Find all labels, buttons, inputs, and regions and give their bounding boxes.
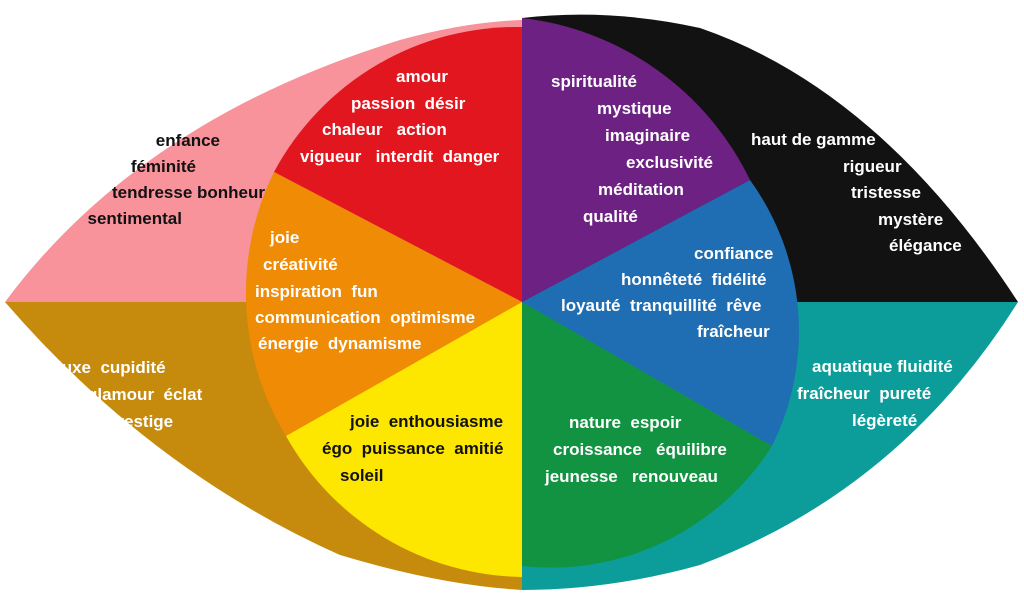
- black-labels: haut de gamme rigueur tristesse mystère …: [751, 130, 962, 255]
- pink-label-3: tendresse bonheur: [112, 183, 265, 202]
- orange-labels: joie créativité inspiration fun communic…: [255, 228, 475, 353]
- red-labels: amour passion désir chaleur action vigue…: [300, 67, 500, 166]
- black-label-1: haut de gamme: [751, 130, 876, 149]
- black-label-5: élégance: [889, 236, 962, 255]
- red-label-3: chaleur action: [322, 120, 447, 139]
- pink-label-1: enfance: [156, 131, 220, 150]
- yellow-label-2: égo puissance amitié: [322, 439, 503, 458]
- purple-label-6: qualité: [583, 207, 638, 226]
- pink-label-4: sentimental: [88, 209, 182, 228]
- purple-labels: spiritualité mystique imaginaire exclusi…: [551, 72, 713, 226]
- wedge-orange: [245, 172, 522, 436]
- blue-labels: confiance honnêteté fidélité loyauté tra…: [561, 244, 773, 341]
- red-label-1: amour: [396, 67, 448, 86]
- gold-label-3: prestige: [107, 412, 173, 431]
- green-labels: nature espoir croissance équilibre jeune…: [544, 413, 727, 486]
- gold-label-2: glamour éclat: [87, 385, 203, 404]
- wedge-red: [274, 26, 522, 302]
- pink-label-2: féminité: [131, 157, 196, 176]
- purple-label-1: spiritualité: [551, 72, 637, 91]
- orange-label-5: énergie dynamisme: [258, 334, 421, 353]
- yellow-label-1: joie enthousiasme: [349, 412, 503, 431]
- black-label-3: tristesse: [851, 183, 921, 202]
- gold-labels: luxe cupidité glamour éclat prestige: [57, 358, 203, 431]
- blue-label-3: loyauté tranquillité rêve: [561, 296, 761, 315]
- purple-label-4: exclusivité: [626, 153, 713, 172]
- purple-label-5: méditation: [598, 180, 684, 199]
- wedge-purple: [522, 18, 750, 302]
- purple-label-2: mystique: [597, 99, 672, 118]
- orange-label-1: joie: [269, 228, 299, 247]
- orange-label-4: communication optimisme: [255, 308, 475, 327]
- purple-label-3: imaginaire: [605, 126, 690, 145]
- wedge-blue: [522, 180, 799, 446]
- blue-label-2: honnêteté fidélité: [621, 270, 766, 289]
- black-label-2: rigueur: [843, 157, 902, 176]
- blue-label-4: fraîcheur: [697, 322, 770, 341]
- wedge-green: [522, 302, 772, 568]
- green-label-2: croissance équilibre: [553, 440, 727, 459]
- gold-label-1: luxe cupidité: [57, 358, 166, 377]
- pink-labels: enfance féminité tendresse bonheur senti…: [88, 131, 266, 228]
- yellow-labels: joie enthousiasme égo puissance amitié s…: [322, 412, 503, 485]
- orange-label-3: inspiration fun: [255, 282, 378, 301]
- teal-labels: aquatique fluidité fraîcheur pureté légè…: [797, 357, 953, 430]
- teal-label-1: aquatique fluidité: [812, 357, 953, 376]
- yellow-label-3: soleil: [340, 466, 383, 485]
- red-label-2: passion désir: [351, 94, 466, 113]
- green-label-1: nature espoir: [569, 413, 682, 432]
- black-label-4: mystère: [878, 210, 943, 229]
- teal-label-3: légèreté: [852, 411, 917, 430]
- wedge-yellow: [286, 302, 522, 577]
- blue-label-1: confiance: [694, 244, 773, 263]
- green-label-3: jeunesse renouveau: [544, 467, 718, 486]
- orange-label-2: créativité: [263, 255, 338, 274]
- red-label-4: vigueur interdit danger: [300, 147, 500, 166]
- teal-label-2: fraîcheur pureté: [797, 384, 931, 403]
